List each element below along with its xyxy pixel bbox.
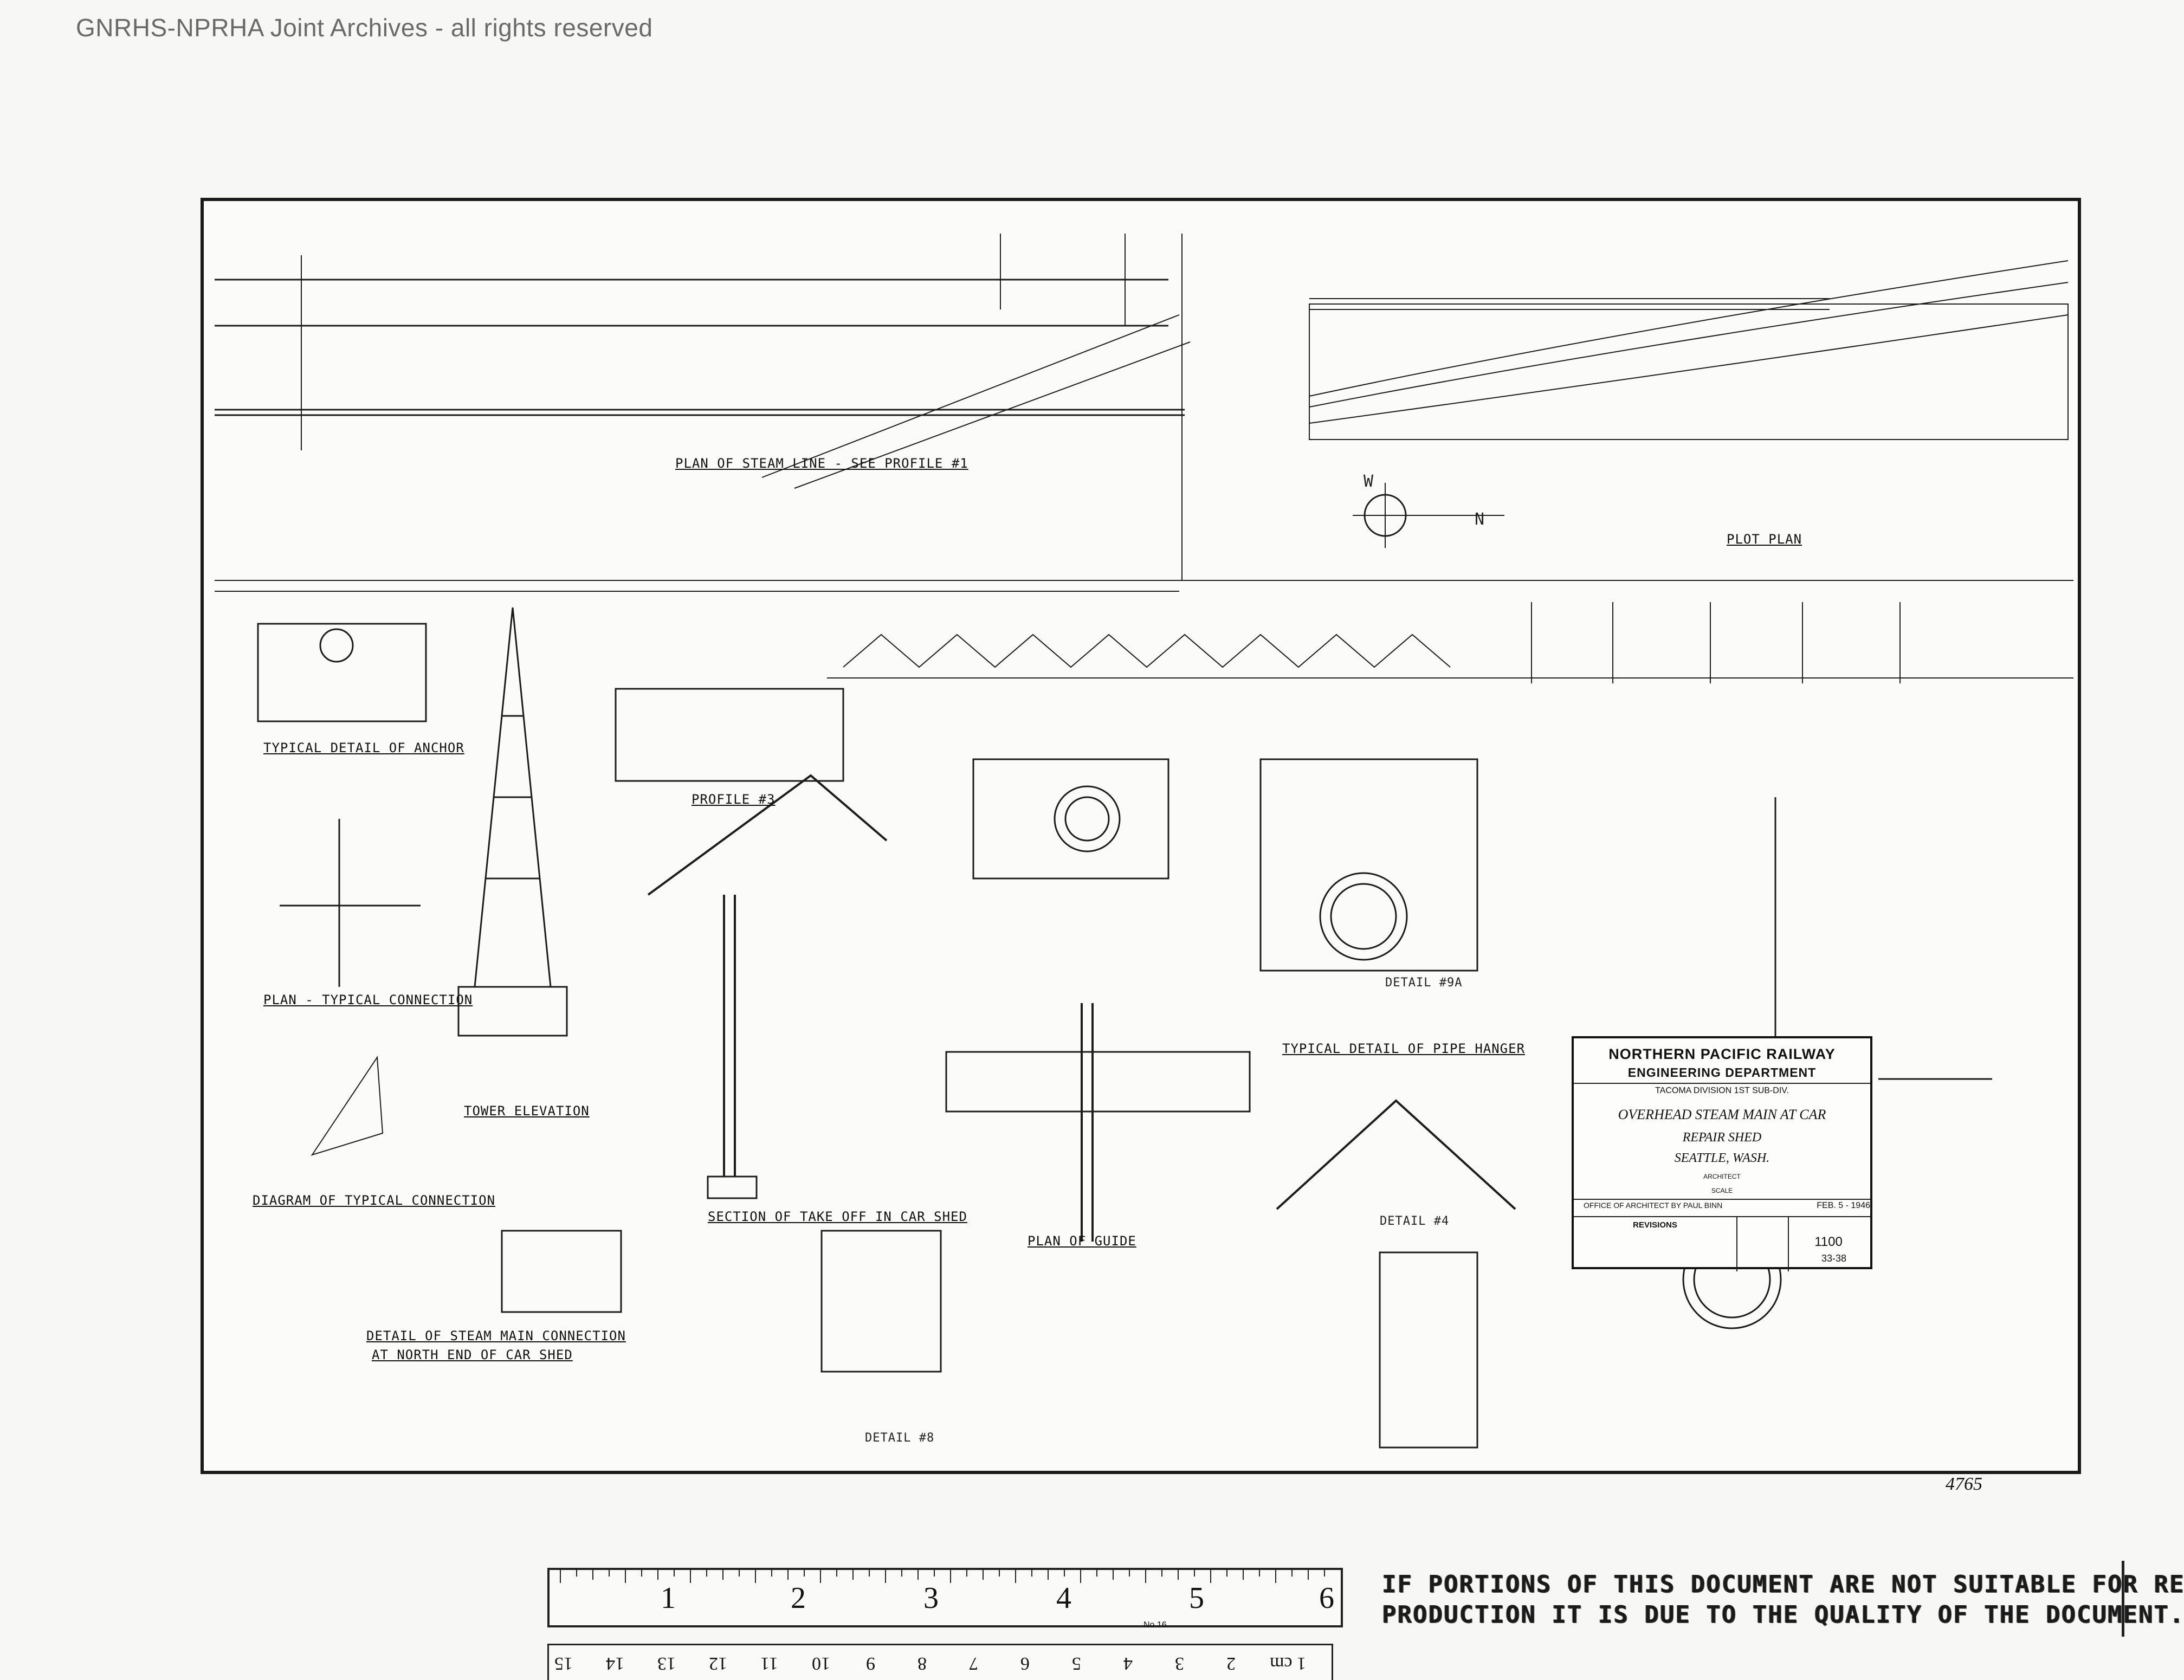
ruler-cm-5: 5: [1072, 1653, 1081, 1673]
drawing-title-line3: SEATTLE, WASH.: [1674, 1151, 1770, 1165]
scale-ruler-inches: 1 2 3 4 5 6: [547, 1568, 1343, 1627]
ruler-cm-10: 10: [812, 1653, 830, 1673]
label-plan-of-guide: PLAN OF GUIDE: [1028, 1233, 1136, 1249]
architect-label: ARCHITECT: [1703, 1173, 1741, 1180]
label-section-take-off: SECTION OF TAKE OFF IN CAR SHED: [708, 1209, 967, 1224]
label-detail-4: DETAIL #4: [1380, 1214, 1450, 1228]
scale-ruler-cm: 15 14 13 12 11 10 9 8 7 6 5 4 3 2 1 cm: [547, 1644, 1333, 1680]
drawing-date: FEB. 5 - 1946: [1817, 1201, 1870, 1210]
ruler-inch-6: 6: [1319, 1581, 1334, 1615]
title-block: NORTHERN PACIFIC RAILWAY ENGINEERING DEP…: [1572, 1036, 1872, 1271]
label-tower-elevation: TOWER ELEVATION: [464, 1103, 590, 1119]
label-plan-steam-line: PLAN OF STEAM LINE - SEE PROFILE #1: [675, 456, 968, 471]
label-typical-detail-pipe-hanger: TYPICAL DETAIL OF PIPE HANGER: [1282, 1041, 1526, 1056]
engineering-drawing: [215, 234, 2073, 1449]
ruler-inch-4: 4: [1056, 1581, 1071, 1615]
scale-label: SCALE: [1711, 1187, 1733, 1194]
label-plan-typical-connection: PLAN - TYPICAL CONNECTION: [263, 992, 473, 1007]
department-name: ENGINEERING DEPARTMENT: [1627, 1065, 1817, 1080]
ruler-cm-6: 6: [1020, 1653, 1030, 1673]
reproduction-notice: IF PORTIONS OF THIS DOCUMENT ARE NOT SUI…: [1371, 1561, 2184, 1637]
ruler-cm-1: 1 cm: [1270, 1653, 1307, 1673]
drawing-title-line1: OVERHEAD STEAM MAIN AT CAR: [1618, 1107, 1826, 1122]
ruler-ticks: [560, 1570, 1325, 1583]
ruler-cm-8: 8: [917, 1653, 927, 1673]
label-plot-plan: PLOT PLAN: [1727, 532, 1802, 547]
drawing-sheet: PLAN OF STEAM LINE - SEE PROFILE #1 PLOT…: [201, 198, 2081, 1474]
ruler-model-number: No.16: [1143, 1620, 1167, 1630]
ruler-cm-2: 2: [1226, 1653, 1236, 1673]
drawing-title-line2: REPAIR SHED: [1682, 1130, 1762, 1145]
ruler-inch-5: 5: [1189, 1581, 1204, 1615]
label-typical-detail-anchor: TYPICAL DETAIL OF ANCHOR: [263, 740, 464, 755]
label-detail-8: DETAIL #8: [865, 1431, 935, 1445]
ruler-inch-3: 3: [923, 1581, 939, 1615]
ruler-cm-3: 3: [1175, 1653, 1184, 1673]
office-credit: OFFICE OF ARCHITECT BY PAUL BINN: [1584, 1201, 1723, 1210]
ruler-cm-15: 15: [554, 1653, 573, 1673]
label-west-marker: W: [1364, 472, 1374, 491]
ruler-cm-14: 14: [606, 1653, 624, 1673]
label-profile-3: PROFILE #3: [692, 792, 776, 807]
drawing-number: 1100: [1814, 1235, 1843, 1249]
ruler-cm-12: 12: [709, 1653, 727, 1673]
label-detail-9a: DETAIL #9A: [1385, 976, 1463, 990]
ruler-cm-4: 4: [1123, 1653, 1133, 1673]
archive-number: 4765: [1946, 1474, 1982, 1494]
ruler-inch-1: 1: [661, 1581, 676, 1615]
revisions-label: REVISIONS: [1633, 1220, 1677, 1230]
notice-line-1: IF PORTIONS OF THIS DOCUMENT ARE NOT SUI…: [1382, 1571, 2184, 1598]
label-detail-steam-main-connection: DETAIL OF STEAM MAIN CONNECTION: [366, 1328, 626, 1343]
ruler-cm-9: 9: [866, 1653, 875, 1673]
division: TACOMA DIVISION 1ST SUB-DIV.: [1655, 1086, 1789, 1095]
sheet-number: 33-38: [1821, 1253, 1847, 1264]
label-north-end-car-shed: AT NORTH END OF CAR SHED: [372, 1347, 573, 1362]
ruler-cm-7: 7: [969, 1653, 978, 1673]
archive-watermark: GNRHS-NPRHA Joint Archives - all rights …: [76, 14, 653, 42]
ruler-cm-13: 13: [657, 1653, 676, 1673]
ruler-inch-2: 2: [791, 1581, 806, 1615]
label-north-marker: N: [1475, 510, 1485, 529]
ruler-cm-11: 11: [760, 1653, 778, 1673]
railway-name: NORTHERN PACIFIC RAILWAY: [1608, 1046, 1836, 1062]
label-diagram-typical-connection: DIAGRAM OF TYPICAL CONNECTION: [253, 1193, 496, 1208]
notice-line-2: PRODUCTION IT IS DUE TO THE QUALITY OF T…: [1382, 1601, 2184, 1629]
